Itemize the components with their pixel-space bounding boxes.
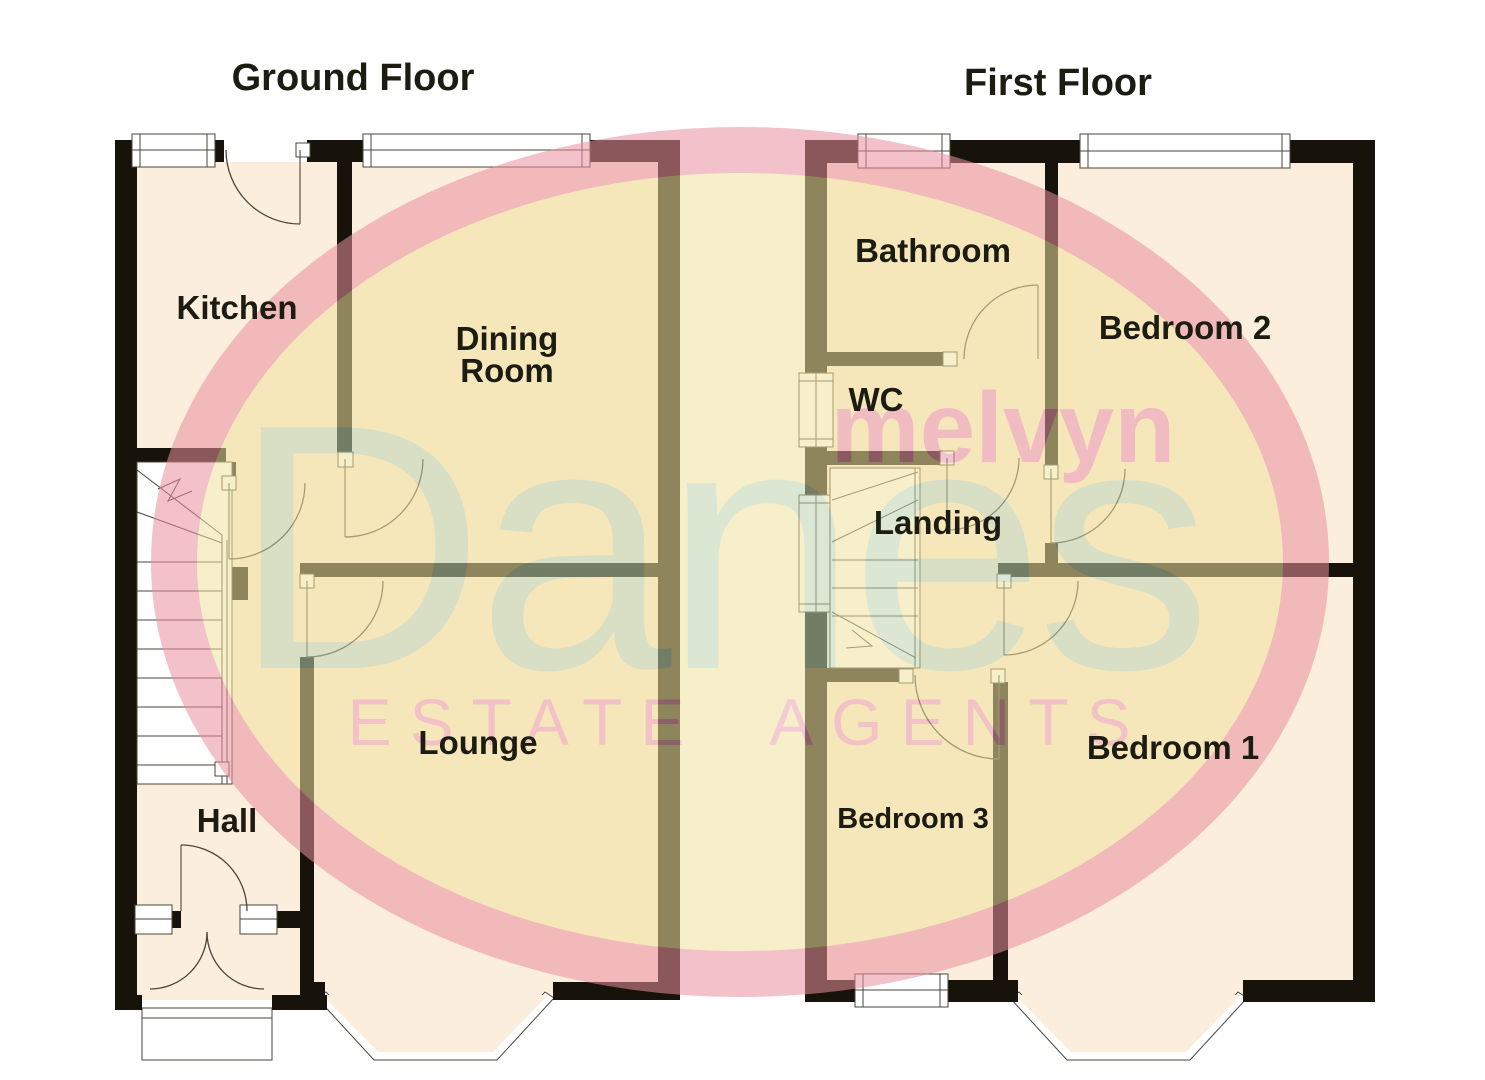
watermark-ellipse: [151, 127, 1329, 997]
bathroom-label: Bathroom: [855, 232, 1011, 269]
front-door: [180, 844, 248, 912]
lounge-label: Lounge: [418, 724, 537, 761]
wc-label: WC: [849, 381, 904, 418]
porch-step: [141, 1007, 273, 1061]
kitchen-window: [131, 133, 216, 168]
hall-sidelight-window-right: [239, 904, 278, 935]
kitchen-back-door: [225, 142, 311, 225]
hall-label: Hall: [197, 802, 258, 839]
bedroom1-bay-interior: [1015, 995, 1241, 1052]
dining-room-label-line1: Dining: [456, 320, 559, 357]
bedroom1-label: Bedroom 1: [1087, 729, 1259, 766]
lounge-bay-interior: [322, 995, 548, 1052]
bedroom2-label: Bedroom 2: [1099, 309, 1271, 346]
first-floor-title: First Floor: [964, 62, 1152, 104]
watermark-surname-text: Danes: [232, 352, 1204, 743]
dining-room-label-line2: Room: [460, 352, 554, 389]
kitchen-label: Kitchen: [176, 289, 297, 326]
labels: Ground Floor First Floor Kitchen Dining …: [176, 57, 1271, 839]
bedroom2-window: [1079, 133, 1291, 169]
ground-floor-title: Ground Floor: [232, 57, 475, 99]
watermark-firstname-text: melvyn: [831, 372, 1176, 484]
bedroom3-label: Bedroom 3: [837, 803, 988, 835]
brand-watermark: Danes melvyn ESTATE AGENTS: [151, 127, 1329, 997]
watermark-tagline-text: ESTATE AGENTS: [348, 685, 1149, 759]
landing-label: Landing: [874, 504, 1002, 541]
hall-sidelight-window-left: [134, 904, 173, 935]
porch-double-doors: [149, 931, 265, 990]
